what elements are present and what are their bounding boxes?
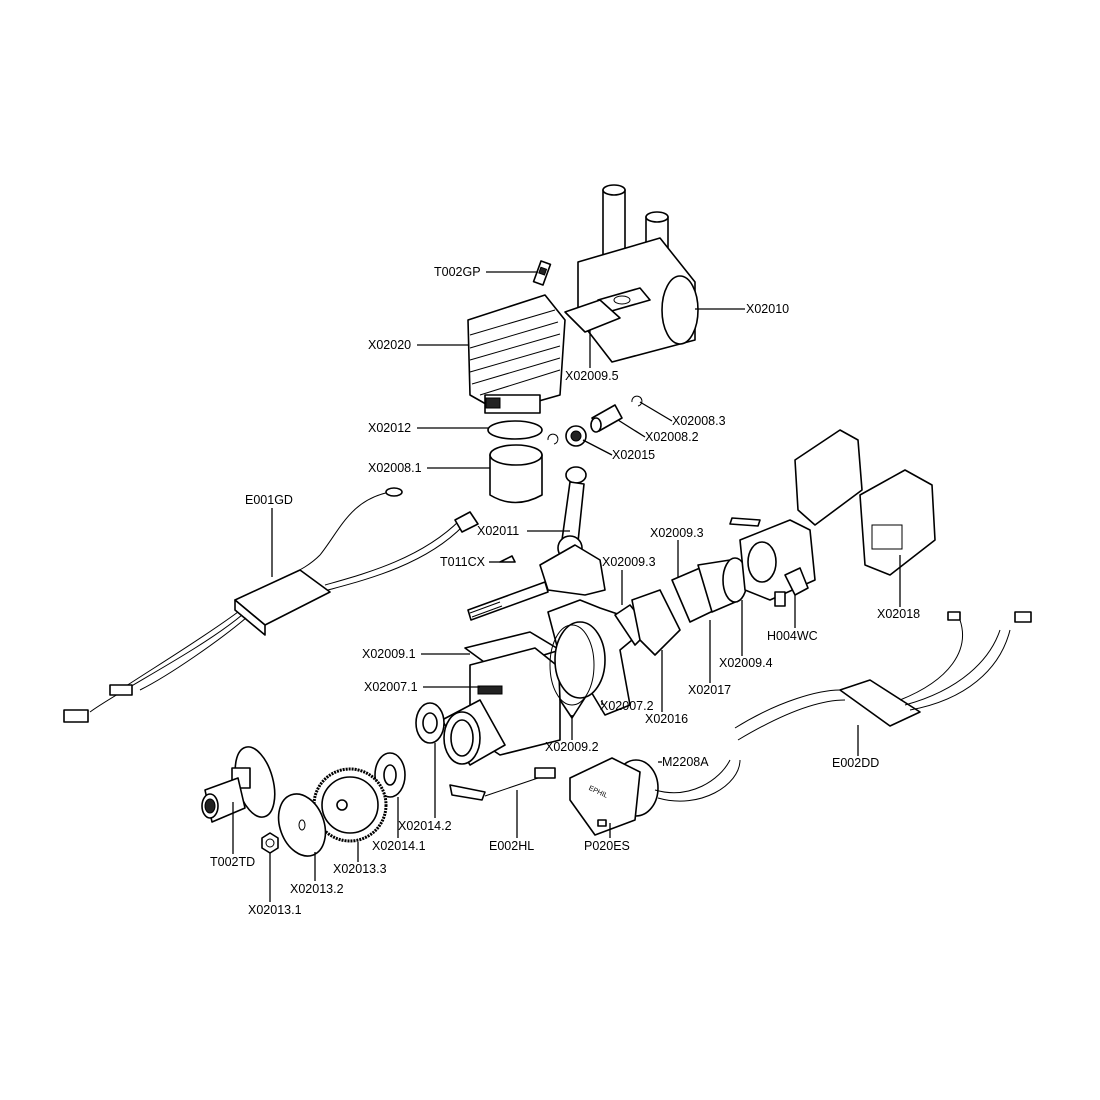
piston-ring-part xyxy=(487,420,543,440)
piston-part xyxy=(489,444,543,504)
label-X02008-2: X02008.2 xyxy=(645,430,699,444)
leader-lines xyxy=(232,271,901,902)
nut-part xyxy=(261,832,279,854)
label-X02007-2: X02007.2 xyxy=(600,699,654,713)
muffler-part xyxy=(577,184,699,363)
gear-part xyxy=(312,767,388,843)
label-E002HL: E002HL xyxy=(489,839,534,853)
label-X02013-3: X02013.3 xyxy=(333,862,387,876)
label-X02020: X02020 xyxy=(368,338,411,352)
label-X02014-1: X02014.1 xyxy=(372,839,426,853)
label-X02009-1: X02009.1 xyxy=(362,647,416,661)
bearing-large-part xyxy=(415,702,445,744)
label-X02011: X02011 xyxy=(477,524,519,538)
label-T002TD: T002TD xyxy=(210,855,255,869)
label-T002GP: T002GP xyxy=(434,265,481,279)
crankshaft-part xyxy=(467,544,606,621)
woodruff-key-part xyxy=(499,555,516,563)
circlip-upper-part xyxy=(631,395,643,407)
part-labels: T002GP X02010 X02020 X02009.5 X02008.3 X… xyxy=(210,265,920,917)
carburetor-part xyxy=(729,517,816,607)
intake-parts xyxy=(614,557,748,656)
bearing-small-part xyxy=(374,752,406,798)
label-X02008-3: X02008.3 xyxy=(672,414,726,428)
label-X02013-1: X02013.1 xyxy=(248,903,302,917)
label-X02009-3-lower: X02009.3 xyxy=(602,555,656,569)
cylinder-part xyxy=(467,294,566,414)
label-X02009-5: X02009.5 xyxy=(565,369,619,383)
hall-sensor-part xyxy=(449,767,556,801)
label-X02009-4: X02009.4 xyxy=(719,656,773,670)
label-H004WC: H004WC xyxy=(767,629,818,643)
engine-mount-part xyxy=(794,429,936,576)
washer-part xyxy=(277,793,327,857)
label-T011CX: T011CX xyxy=(440,555,486,569)
label-X02009-2: X02009.2 xyxy=(545,740,599,754)
label-X02018: X02018 xyxy=(877,607,920,621)
label-X02009-3-upper: X02009.3 xyxy=(650,526,704,540)
esc-part xyxy=(734,611,1032,741)
label-X02014-2: X02014.2 xyxy=(398,819,452,833)
label-X02012: X02012 xyxy=(368,421,411,435)
label-X02015: X02015 xyxy=(612,448,655,462)
label-X02017: X02017 xyxy=(688,683,731,697)
needle-bearing-part xyxy=(565,425,587,447)
label-M2208A: M2208A xyxy=(662,755,709,769)
label-X02013-2: X02013.2 xyxy=(290,882,344,896)
starter-motor-part: EPHIL xyxy=(569,757,741,836)
label-X02008-1: X02008.1 xyxy=(368,461,422,475)
label-X02010: X02010 xyxy=(746,302,789,316)
ignition-module-part xyxy=(63,487,479,723)
label-X02016: X02016 xyxy=(645,712,688,726)
piston-pin-part xyxy=(590,404,623,433)
crankcase-part xyxy=(441,631,561,766)
exhaust-gasket-part xyxy=(564,299,621,333)
label-E001GD: E001GD xyxy=(245,493,293,507)
spark-plug-part xyxy=(532,260,552,286)
prop-adapter-part xyxy=(201,746,276,823)
circlip-part xyxy=(547,433,559,445)
label-E002DD: E002DD xyxy=(832,756,879,770)
label-P020ES: P020ES xyxy=(584,839,630,853)
label-X02007-1: X02007.1 xyxy=(364,680,418,694)
